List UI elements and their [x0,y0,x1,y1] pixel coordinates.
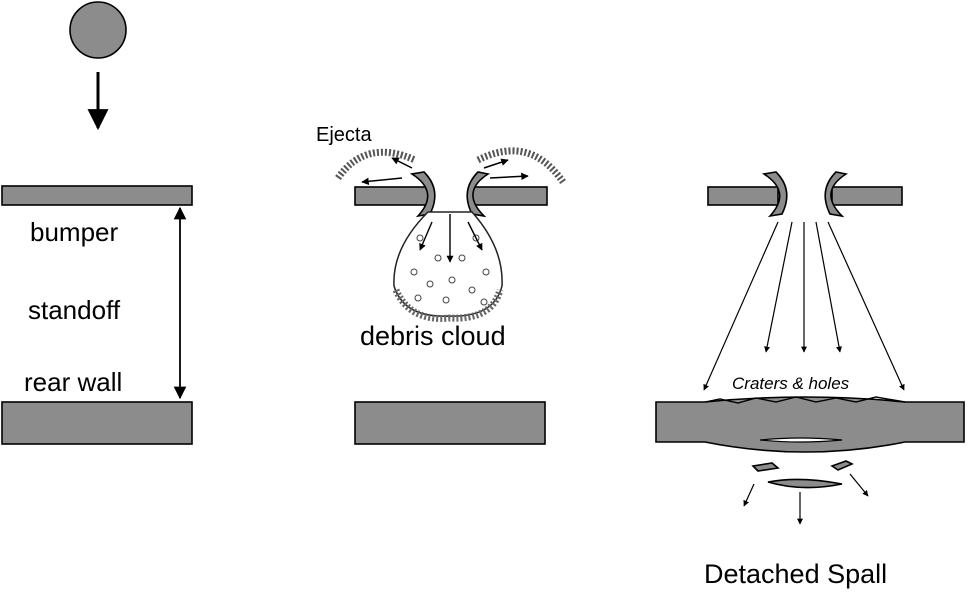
debris-cloud-rim [392,288,504,322]
bumper-lip-left [761,171,788,218]
fragment-trajectory-2 [764,221,793,353]
spall-arrow-left [743,483,755,507]
standoff-label: standoff [28,295,121,325]
fragment-trajectory-5 [827,221,905,391]
ejecta-arrow-right-1 [489,172,529,181]
bumper-plate-right-piece [471,186,548,206]
bumper-label: bumper [30,217,118,247]
debris-particles [410,234,490,306]
spall-fragment-left [751,462,780,472]
bumper-plate-right-piece [831,186,903,206]
spall-arrow-right [849,473,869,497]
bumper-plate-left-piece [354,186,431,206]
rear-wall-label: rear wall [24,367,122,397]
bumper-plate [1,185,193,206]
panel-debris: Ejecta d [316,124,566,445]
detached-spall-label: Detached Spall [704,559,887,589]
rear-wall-plate [1,401,193,445]
ejecta-label: Ejecta [316,124,372,146]
debris-cloud-label: debris cloud [360,321,506,351]
fragment-trajectory-1 [703,221,779,391]
ejecta-arrow-left-1 [361,177,403,186]
panel-damage: Craters & holes Detached Spall [655,171,965,589]
crater-edge [704,396,906,404]
craters-holes-label: Craters & holes [732,374,850,393]
spall-fragment-center [767,478,843,489]
panel-setup: bumper standoff rear wall [1,1,193,445]
bumper-plate-left-piece [707,186,779,206]
debris-arrow-right [467,221,483,251]
spall-fragment-right [830,460,854,471]
debris-arrow-left [419,221,433,251]
ejecta-arrow-right-2 [483,158,509,169]
rear-wall-plate [354,401,546,445]
fragment-trajectory-4 [815,221,842,353]
internal-crack [759,437,843,443]
debris-cloud-shape [393,211,503,317]
ejecta-arrow-left-2 [391,157,413,169]
ejecta-spray-right [476,147,566,185]
damaged-rear-wall [655,396,965,453]
bumper-lip-right [824,171,849,218]
projectile [69,1,127,59]
ejecta-spray-left [335,148,417,181]
